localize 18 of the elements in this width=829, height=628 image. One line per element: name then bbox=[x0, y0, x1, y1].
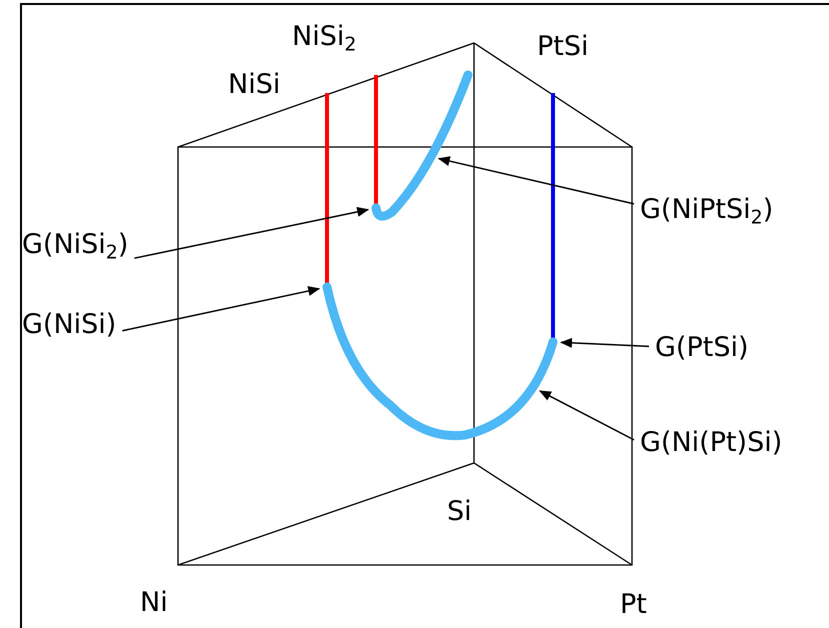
curve-label: G(NiSi) bbox=[22, 310, 116, 340]
leader-arrow bbox=[560, 338, 650, 348]
vertex-label: NiSi bbox=[228, 70, 280, 100]
corner-label: Pt bbox=[620, 590, 647, 620]
curve-label: G(NiPtSi$_{2}$) bbox=[640, 195, 774, 225]
corner-label: Si bbox=[447, 497, 472, 527]
leader-arrow bbox=[438, 156, 634, 205]
vertex-label: PtSi bbox=[537, 32, 589, 62]
corner-label: Ni bbox=[140, 588, 168, 618]
leader-arrow bbox=[134, 206, 370, 259]
energy-curve bbox=[372, 70, 472, 221]
leader-arrow bbox=[539, 390, 634, 441]
curve-label: G(NiSi$_{2}$) bbox=[22, 230, 128, 260]
energy-curve bbox=[322, 282, 558, 440]
vertex-label: NiSi$_{2}$ bbox=[292, 22, 356, 52]
curve-label: G(PtSi) bbox=[655, 333, 748, 363]
leader-arrow bbox=[122, 286, 320, 332]
curve-label: G(Ni(Pt)Si) bbox=[640, 428, 782, 458]
